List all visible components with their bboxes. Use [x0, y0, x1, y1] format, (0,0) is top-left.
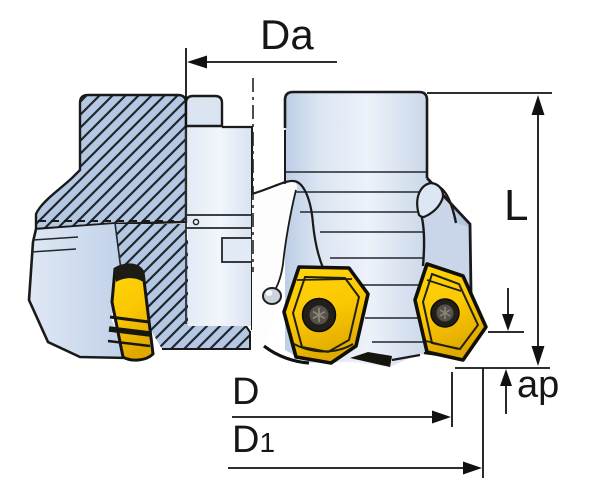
dimension-lines: [185, 48, 552, 478]
left-tooth: [27, 222, 155, 362]
dimension-arrowheads: [187, 55, 545, 475]
chip-gullet-loop: [416, 181, 445, 219]
d-arrowhead-right: [432, 410, 451, 424]
ap-arrowhead-down: [502, 314, 514, 331]
dimension-label-da: Da: [260, 11, 314, 58]
insert-center: [282, 265, 370, 365]
dimension-label-d: D: [232, 371, 260, 413]
dimension-label-ap: ap: [517, 364, 560, 406]
center-chip-gullet: [251, 179, 325, 347]
ap-arrowhead-up: [500, 369, 512, 386]
l-arrowhead-up: [531, 95, 545, 115]
dimension-label-l: L: [504, 181, 529, 230]
clamp-pin: [262, 287, 282, 305]
bottom-face-edges: [263, 344, 421, 367]
da-arrowhead-left: [187, 55, 207, 69]
l-arrowhead-down: [531, 346, 545, 366]
center-bore-section: [184, 94, 253, 330]
dimension-label-d1: D1: [232, 421, 275, 459]
d1-base: D: [232, 419, 260, 461]
d1-subscript: 1: [259, 427, 276, 458]
d1-arrowhead-right: [463, 461, 482, 475]
insert-right: [413, 262, 488, 362]
